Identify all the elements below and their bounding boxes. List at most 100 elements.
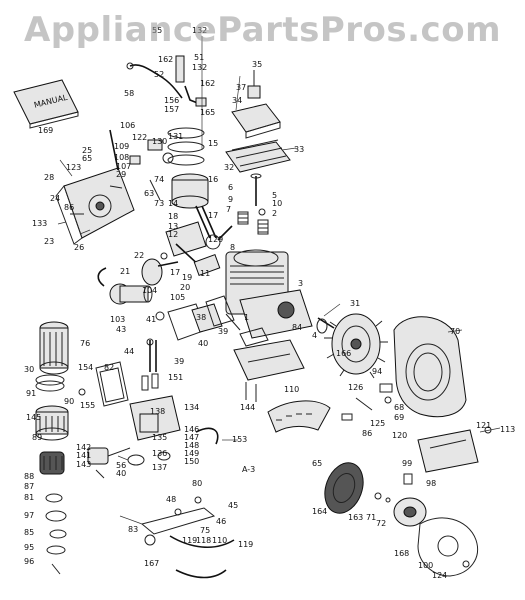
callout-label: 97 [24,511,34,520]
callout-label: 94 [372,367,382,376]
callout-label: 106 [120,121,135,130]
callout-label: 44 [124,347,134,356]
callout-label: 52 [154,70,164,79]
callout-label: 35 [252,60,262,69]
fuel-line-assembly [126,55,207,107]
callout-label: 157 [164,105,179,114]
callout-label: 87 [24,482,34,491]
callout-label: 156 [164,96,179,105]
air-cleaner-parts [35,321,69,575]
callout-label: 13 [168,222,178,231]
owners-manual-part: MANUAL [13,79,79,129]
callout-label: 58 [124,89,134,98]
callout-label: 126 [348,383,363,392]
callout-label: 130 [152,137,167,146]
callout-label: 14 [168,199,178,208]
callout-label: 86 [362,429,372,438]
callout-label: 40 [198,339,208,348]
callout-label: 113 [500,425,515,434]
callout-label: 138 [150,407,165,416]
callout-label: 39 [174,357,184,366]
callout-label: 8 [230,243,235,252]
callout-label: 6 [228,183,233,192]
callout-label: 41 [146,315,156,324]
connecting-rod-part [195,205,221,250]
callout-label: 45 [228,501,238,510]
cylinder-head-part [225,139,291,173]
callout-label: 167 [144,559,159,568]
callout-label: 63 [144,189,154,198]
linkage-parts [341,383,393,421]
callout-label: 51 [194,53,204,62]
callout-label: 122 [132,133,147,142]
callout-label: 69 [394,413,404,422]
callout-label: 81 [24,493,34,502]
callout-label: 9 [228,195,233,204]
governor-parts [109,129,174,201]
callout-label: 162 [158,55,173,64]
callout-label: 168 [394,549,409,558]
callout-label: 133 [32,219,47,228]
callout-label: 166 [336,349,351,358]
callout-label: 17 [170,268,180,277]
callout-label: 164 [312,507,327,516]
callout-label: 4 [312,331,317,340]
piston-part [171,173,209,209]
callout-label: 89 [32,433,42,442]
callout-label: 37 [236,83,246,92]
callout-label: 90 [64,397,74,406]
callout-label: 11 [200,269,210,278]
callout-label: 19 [182,273,192,282]
callout-label: 20 [180,283,190,292]
callout-label: 119 [182,536,197,545]
callout-label: 163 [348,513,363,522]
callout-label: 76 [80,339,90,348]
crankcase-cover-part [55,167,135,245]
callout-label: 135 [152,433,167,442]
governor-linkage-parts [119,496,235,579]
callout-label: 100 [418,561,433,570]
callout-label: 125 [370,419,385,428]
callout-label: 28 [44,173,54,182]
callout-label: 99 [402,459,412,468]
callout-label: 141 [76,451,91,460]
callout-label: 119 [238,540,253,549]
callout-label: 71 [366,513,376,522]
callout-label: 84 [292,323,302,332]
intake-manifold-parts [97,267,165,321]
breather-assembly [231,70,281,139]
callout-label: 131 [168,132,183,141]
callout-label: 147 [184,433,199,442]
callout-label: 2 [272,209,277,218]
mounting-bracket-part [417,426,492,473]
carburetor-gaskets [146,295,235,346]
callout-label: 95 [24,543,34,552]
valve-train-parts [237,173,269,235]
cylinder-block-part [225,249,313,339]
carburetor-part [129,340,181,441]
callout-label: 169 [38,126,53,135]
callout-label: 25 [82,146,92,155]
callout-label: 148 [184,441,199,450]
callout-labels: 55 132 162 51 132 52 162 58 156 157 165 … [24,26,515,580]
callout-label: 110 [212,536,227,545]
callout-label: 107 [116,162,131,171]
callout-label: 104 [142,286,157,295]
blower-housing-part [393,316,467,418]
callout-label: 91 [26,389,36,398]
crankshaft-part [165,221,233,276]
callout-label: 24 [50,194,60,203]
diagram-view-label: A-3 [242,465,255,474]
callout-label: 31 [350,299,360,308]
exhaust-deflector-part [245,382,331,433]
callout-label: 86 [64,203,74,212]
callout-label: 165 [200,108,215,117]
callout-label: 110 [284,385,299,394]
callout-label: 5 [272,191,277,200]
callout-label: 46 [216,517,226,526]
callout-label: 22 [134,251,144,260]
air-cleaner-gasket [78,361,129,407]
callout-label: 98 [426,479,436,488]
